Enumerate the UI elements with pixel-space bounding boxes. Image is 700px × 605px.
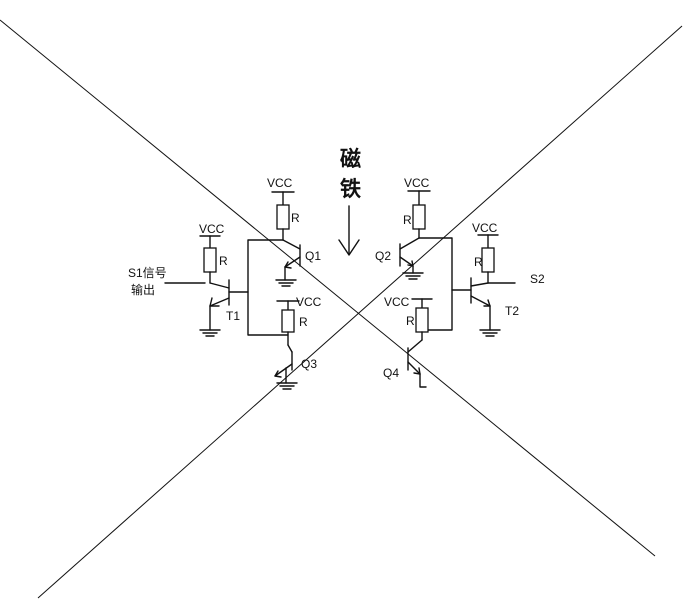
- t2-vcc-resistor: [477, 234, 499, 284]
- transistor-q4: [407, 339, 427, 388]
- magnet-label-1: 磁: [340, 147, 361, 171]
- t1-r-label: R: [219, 254, 228, 268]
- q2-r-label: R: [403, 213, 412, 227]
- left-bus-wire: [247, 239, 289, 336]
- q3-vcc-resistor: [276, 300, 300, 346]
- t1-vcc-label: VCC: [199, 222, 225, 236]
- q2-label: Q2: [375, 249, 391, 263]
- s2-label: S2: [530, 272, 545, 286]
- transistor-q3: [274, 344, 298, 390]
- diagonal-line-left: [0, 19, 656, 557]
- magnet-arrow: [338, 205, 360, 256]
- right-bus-wire: [418, 237, 453, 331]
- transistor-t2: [451, 277, 516, 337]
- q2-vcc-resistor: [407, 190, 431, 239]
- q4-vcc-label: VCC: [384, 295, 410, 309]
- s1-output-label-1: S1信号: [128, 266, 167, 280]
- q4-label: Q4: [383, 366, 399, 380]
- q1-vcc-label: VCC: [267, 176, 293, 190]
- q1-label: Q1: [305, 249, 321, 263]
- transistor-q1: [275, 239, 301, 287]
- transistor-q2: [399, 237, 424, 280]
- q3-label: Q3: [301, 357, 317, 371]
- q4-vcc-resistor: [411, 298, 433, 341]
- q1-vcc-resistor: [271, 191, 295, 241]
- q3-vcc-label: VCC: [296, 295, 322, 309]
- magnet-label-2: 铁: [340, 177, 361, 201]
- q3-r-label: R: [299, 315, 308, 329]
- q4-r-label: R: [406, 314, 415, 328]
- t2-r-label: R: [474, 255, 483, 269]
- t1-vcc-resistor: [199, 235, 221, 284]
- t2-vcc-label: VCC: [472, 221, 498, 235]
- transistor-t1: [164, 279, 249, 337]
- q2-vcc-label: VCC: [404, 176, 430, 190]
- t1-label: T1: [226, 309, 240, 323]
- q1-r-label: R: [291, 211, 300, 225]
- diagonal-line-right: [37, 25, 683, 599]
- s1-output-label-2: 输出: [131, 282, 155, 297]
- t2-label: T2: [505, 304, 519, 318]
